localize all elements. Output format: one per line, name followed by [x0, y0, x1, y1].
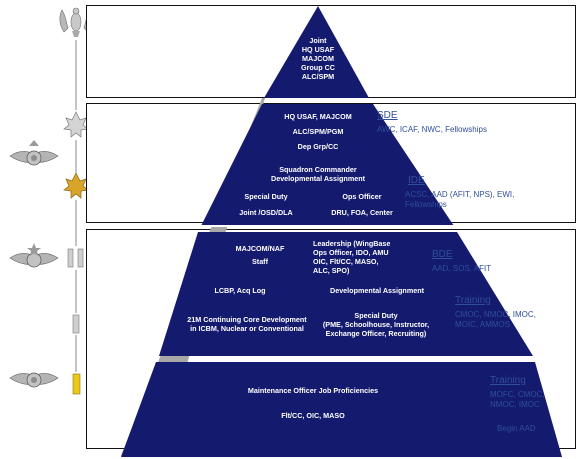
apex-line: Joint — [309, 36, 327, 45]
band3-tr-line: OIC, Flt/CC, MASO, — [313, 257, 379, 266]
band3-br-line: Exchange Officer, Recruiting) — [325, 329, 427, 338]
band3-tl-line: Staff — [252, 257, 268, 266]
ide-heading: IDE — [408, 175, 425, 186]
band3-tl-line: MAJCOM/NAF — [235, 244, 285, 253]
special-duty-pme-label: Special Duty (PME, Schoolhouse, Instruct… — [316, 311, 436, 338]
apex-line: HQ USAF — [301, 45, 335, 54]
captain-bars-icon — [67, 248, 84, 268]
sde-heading: SDE — [377, 110, 398, 121]
silver-oak-leaf-icon — [63, 111, 86, 138]
leadership-label: Leadership (WingBase Ops Officer, IDO, A… — [313, 239, 390, 275]
ops-officer-dru-label: Ops Officer DRU, FOA, Center — [312, 192, 412, 217]
special-duty-joint-label: Special Duty Joint /OSD/DLA — [226, 192, 306, 217]
colonel-eagle-icon — [59, 7, 86, 37]
pyramid-band-company — [159, 232, 533, 356]
training-line: CMOC, NMOC, IMOC, — [455, 310, 536, 319]
pyramid-band-field — [201, 104, 454, 226]
base-title-label: Maintenance Officer Job Proficiencies — [247, 386, 379, 395]
apex-line: ALC/SPM — [301, 72, 335, 81]
insignia-column — [9, 7, 86, 395]
ide-line: ACSC, AAD (AFIT, NPS), EWI, — [405, 190, 515, 199]
band3-bl-line: 21M Continuing Core Development — [187, 315, 307, 324]
second-lieutenant-bar-icon — [72, 373, 81, 395]
bde-body: AAD, SOS, AFIT — [432, 264, 491, 274]
ide-line: Fellowships — [405, 200, 447, 209]
training-line: MOIC, AMMOS — [455, 320, 511, 329]
squadron-line: Developmental Assignment — [271, 174, 365, 183]
band2-line: ALC/SPM/PGM — [292, 127, 344, 136]
band3-tr-line: ALC, SPO) — [313, 266, 350, 275]
band2-line: Dep Grp/CC — [297, 142, 339, 151]
sde-line: AWC, ICAF, NWC, Fellowships — [377, 125, 487, 134]
apex-line: Group CC — [301, 63, 335, 72]
basic-badge-icon — [9, 372, 59, 388]
band2-line: HQ USAF, MAJCOM — [284, 112, 352, 121]
training-heading-company: Training — [455, 295, 491, 306]
bde-line: AAD, SOS, AFIT — [432, 264, 492, 273]
apex-line: MAJCOM — [302, 54, 334, 63]
training-body-company: CMOC, NMOC, IMOC, MOIC, AMMOS — [455, 310, 536, 330]
apex-label: Joint HQ USAF MAJCOM Group CC ALC/SPM — [288, 36, 348, 81]
band2-right-line: Ops Officer — [342, 192, 382, 201]
training-heading-base: Training — [490, 375, 526, 386]
begin-aad-label: Begin AAD — [497, 424, 536, 433]
master-badge-icon — [9, 140, 59, 166]
lcbp-acq-log-label: LCBP, Acq Log — [214, 286, 266, 295]
first-lieutenant-bar-icon — [72, 314, 80, 334]
majcom-naf-staff-label: MAJCOM/NAF Staff — [222, 244, 298, 266]
senior-badge-icon — [9, 243, 59, 268]
band3-tr-line: Leadership (WingBase — [313, 239, 391, 248]
pyramid-base — [121, 362, 562, 457]
pyramid-apex — [264, 6, 369, 98]
band3-br-line: Special Duty — [354, 311, 398, 320]
squadron-commander-label: Squadron Commander Developmental Assignm… — [250, 165, 386, 183]
ide-body: ACSC, AAD (AFIT, NPS), EWI, Fellowships — [405, 190, 514, 210]
band3-bl-line: in ICBM, Nuclear or Conventional — [190, 324, 304, 333]
core-development-label: 21M Continuing Core Development in ICBM,… — [182, 315, 312, 333]
developmental-assignment-label: Developmental Assignment — [330, 286, 424, 295]
band2-top-label: HQ USAF, MAJCOM ALC/SPM/PGM Dep Grp/CC — [258, 112, 378, 151]
sde-body: AWC, ICAF, NWC, Fellowships — [377, 125, 487, 135]
squadron-line: Squadron Commander — [279, 165, 357, 174]
base-sub-label: Flt/CC, OIC, MASO — [281, 411, 345, 420]
band2-right-line: DRU, FOA, Center — [331, 208, 393, 217]
bde-heading: BDE — [432, 249, 453, 260]
band2-left-line: Special Duty — [244, 192, 288, 201]
band3-tr-line: Ops Officer, IDO, AMU — [313, 248, 389, 257]
band3-br-line: (PME, Schoolhouse, Instructor, — [322, 320, 430, 329]
training-line: NMOC, IMOC — [490, 400, 540, 409]
gold-oak-leaf-icon — [63, 172, 86, 199]
training-line: MOFC, CMOC, — [490, 390, 545, 399]
band2-left-line: Joint /OSD/DLA — [239, 208, 293, 217]
training-body-base: MOFC, CMOC, NMOC, IMOC — [490, 390, 545, 410]
